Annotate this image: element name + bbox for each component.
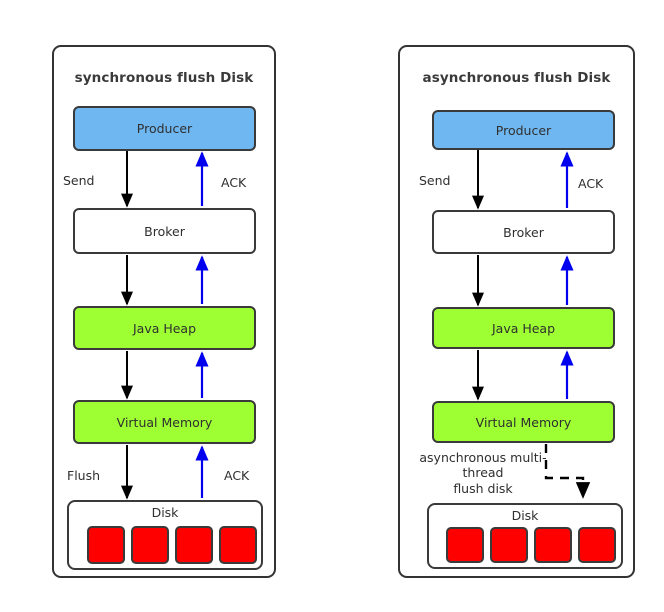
node-virtual-memory-synchronous: Virtual Memory bbox=[73, 400, 256, 444]
node-disk-asynchronous: Disk bbox=[427, 503, 623, 569]
disk-cell bbox=[446, 527, 484, 563]
disk-cell bbox=[175, 526, 213, 564]
disk-cell bbox=[131, 526, 169, 564]
edge-label-ack-bottom-synchronous: ACK bbox=[224, 468, 250, 483]
edge-label-ack-top-synchronous: ACK bbox=[221, 175, 247, 190]
panel-asynchronous-title: asynchronous flush Disk bbox=[422, 70, 611, 86]
async-flush-note-line-1: asynchronous multi- bbox=[419, 450, 547, 465]
disk-cell bbox=[219, 526, 257, 564]
disk-cell bbox=[87, 526, 125, 564]
node-disk-synchronous: Disk bbox=[67, 500, 263, 570]
node-disk-synchronous-label: Disk bbox=[151, 505, 179, 520]
node-virtual-memory-asynchronous: Virtual Memory bbox=[432, 401, 615, 443]
node-broker-asynchronous: Broker bbox=[432, 210, 615, 254]
disk-cell bbox=[490, 527, 528, 563]
panel-synchronous-title: synchronous flush Disk bbox=[74, 70, 254, 86]
edge-label-send-synchronous: Send bbox=[63, 173, 95, 188]
node-java-heap-asynchronous: Java Heap bbox=[432, 307, 615, 349]
node-java-heap-synchronous: Java Heap bbox=[73, 306, 256, 350]
disk-cell bbox=[534, 527, 572, 563]
node-broker-synchronous: Broker bbox=[73, 208, 256, 254]
async-flush-note-line-2: thread bbox=[462, 465, 504, 481]
edge-label-send-asynchronous: Send bbox=[419, 173, 451, 188]
async-flush-note: asynchronous multi- thread flush disk bbox=[403, 450, 563, 496]
async-flush-note-line-3: flush disk bbox=[453, 480, 513, 496]
node-producer-asynchronous: Producer bbox=[432, 110, 615, 150]
node-disk-asynchronous-label: Disk bbox=[511, 508, 539, 523]
edge-label-ack-top-asynchronous: ACK bbox=[578, 176, 604, 191]
node-producer-synchronous: Producer bbox=[73, 106, 256, 151]
disk-cell bbox=[578, 527, 616, 563]
edge-label-flush-synchronous: Flush bbox=[67, 468, 101, 483]
